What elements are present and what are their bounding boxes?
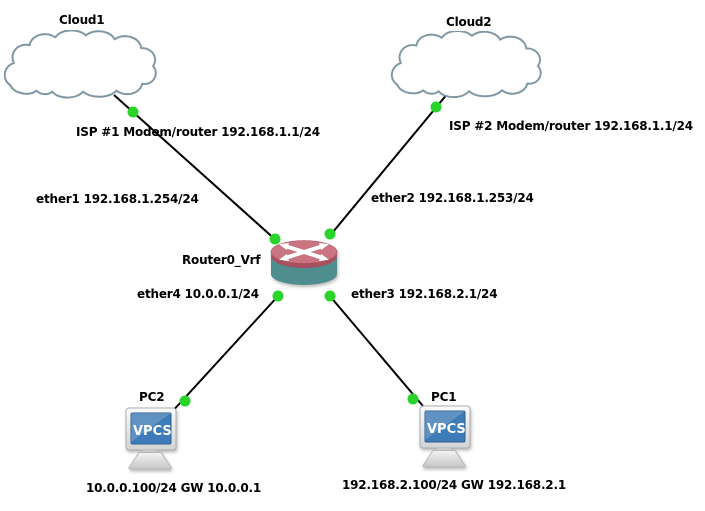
pc2-screen bbox=[130, 412, 172, 445]
router-arrows-glyph bbox=[279, 243, 329, 261]
link-router-pc2[interactable] bbox=[169, 294, 280, 415]
link-router-pc1[interactable] bbox=[328, 294, 429, 413]
link-cloud1-router[interactable] bbox=[113, 94, 279, 243]
pc1-icon[interactable]: VPCS bbox=[411, 404, 477, 468]
ether2-label[interactable]: ether2 192.168.1.253/24 bbox=[371, 191, 534, 205]
cloud2-label[interactable]: Cloud2 bbox=[446, 15, 492, 29]
pc2-config-label[interactable]: 10.0.0.100/24 GW 10.0.0.1 bbox=[86, 481, 262, 495]
router-label[interactable]: Router0_Vrf bbox=[182, 253, 261, 267]
pc1-config-label[interactable]: 192.168.2.100/24 GW 192.168.2.1 bbox=[342, 478, 566, 492]
cloud1-label[interactable]: Cloud1 bbox=[59, 13, 105, 27]
pc1-label[interactable]: PC1 bbox=[431, 390, 457, 404]
ether3-label[interactable]: ether3 192.168.2.1/24 bbox=[351, 287, 498, 301]
ether4-label[interactable]: ether4 10.0.0.1/24 bbox=[137, 287, 259, 301]
router-icon[interactable] bbox=[268, 240, 340, 286]
link2-isp-label[interactable]: ISP #2 Modem/router 192.168.1.1/24 bbox=[449, 119, 693, 133]
pc2-label[interactable]: PC2 bbox=[139, 390, 165, 404]
pc2-icon[interactable]: VPCS bbox=[117, 406, 183, 470]
cloud2-icon[interactable] bbox=[389, 31, 545, 101]
pc1-screen bbox=[424, 410, 466, 443]
pc1-screen-label: VPCS bbox=[427, 422, 466, 437]
link1-isp-label[interactable]: ISP #1 Modem/router 192.168.1.1/24 bbox=[76, 125, 320, 139]
ether1-label[interactable]: ether1 192.168.1.254/24 bbox=[36, 192, 199, 206]
pc2-screen-label: VPCS bbox=[133, 424, 172, 439]
cloud1-icon[interactable] bbox=[4, 30, 158, 102]
link-cloud2-router[interactable] bbox=[327, 92, 449, 239]
